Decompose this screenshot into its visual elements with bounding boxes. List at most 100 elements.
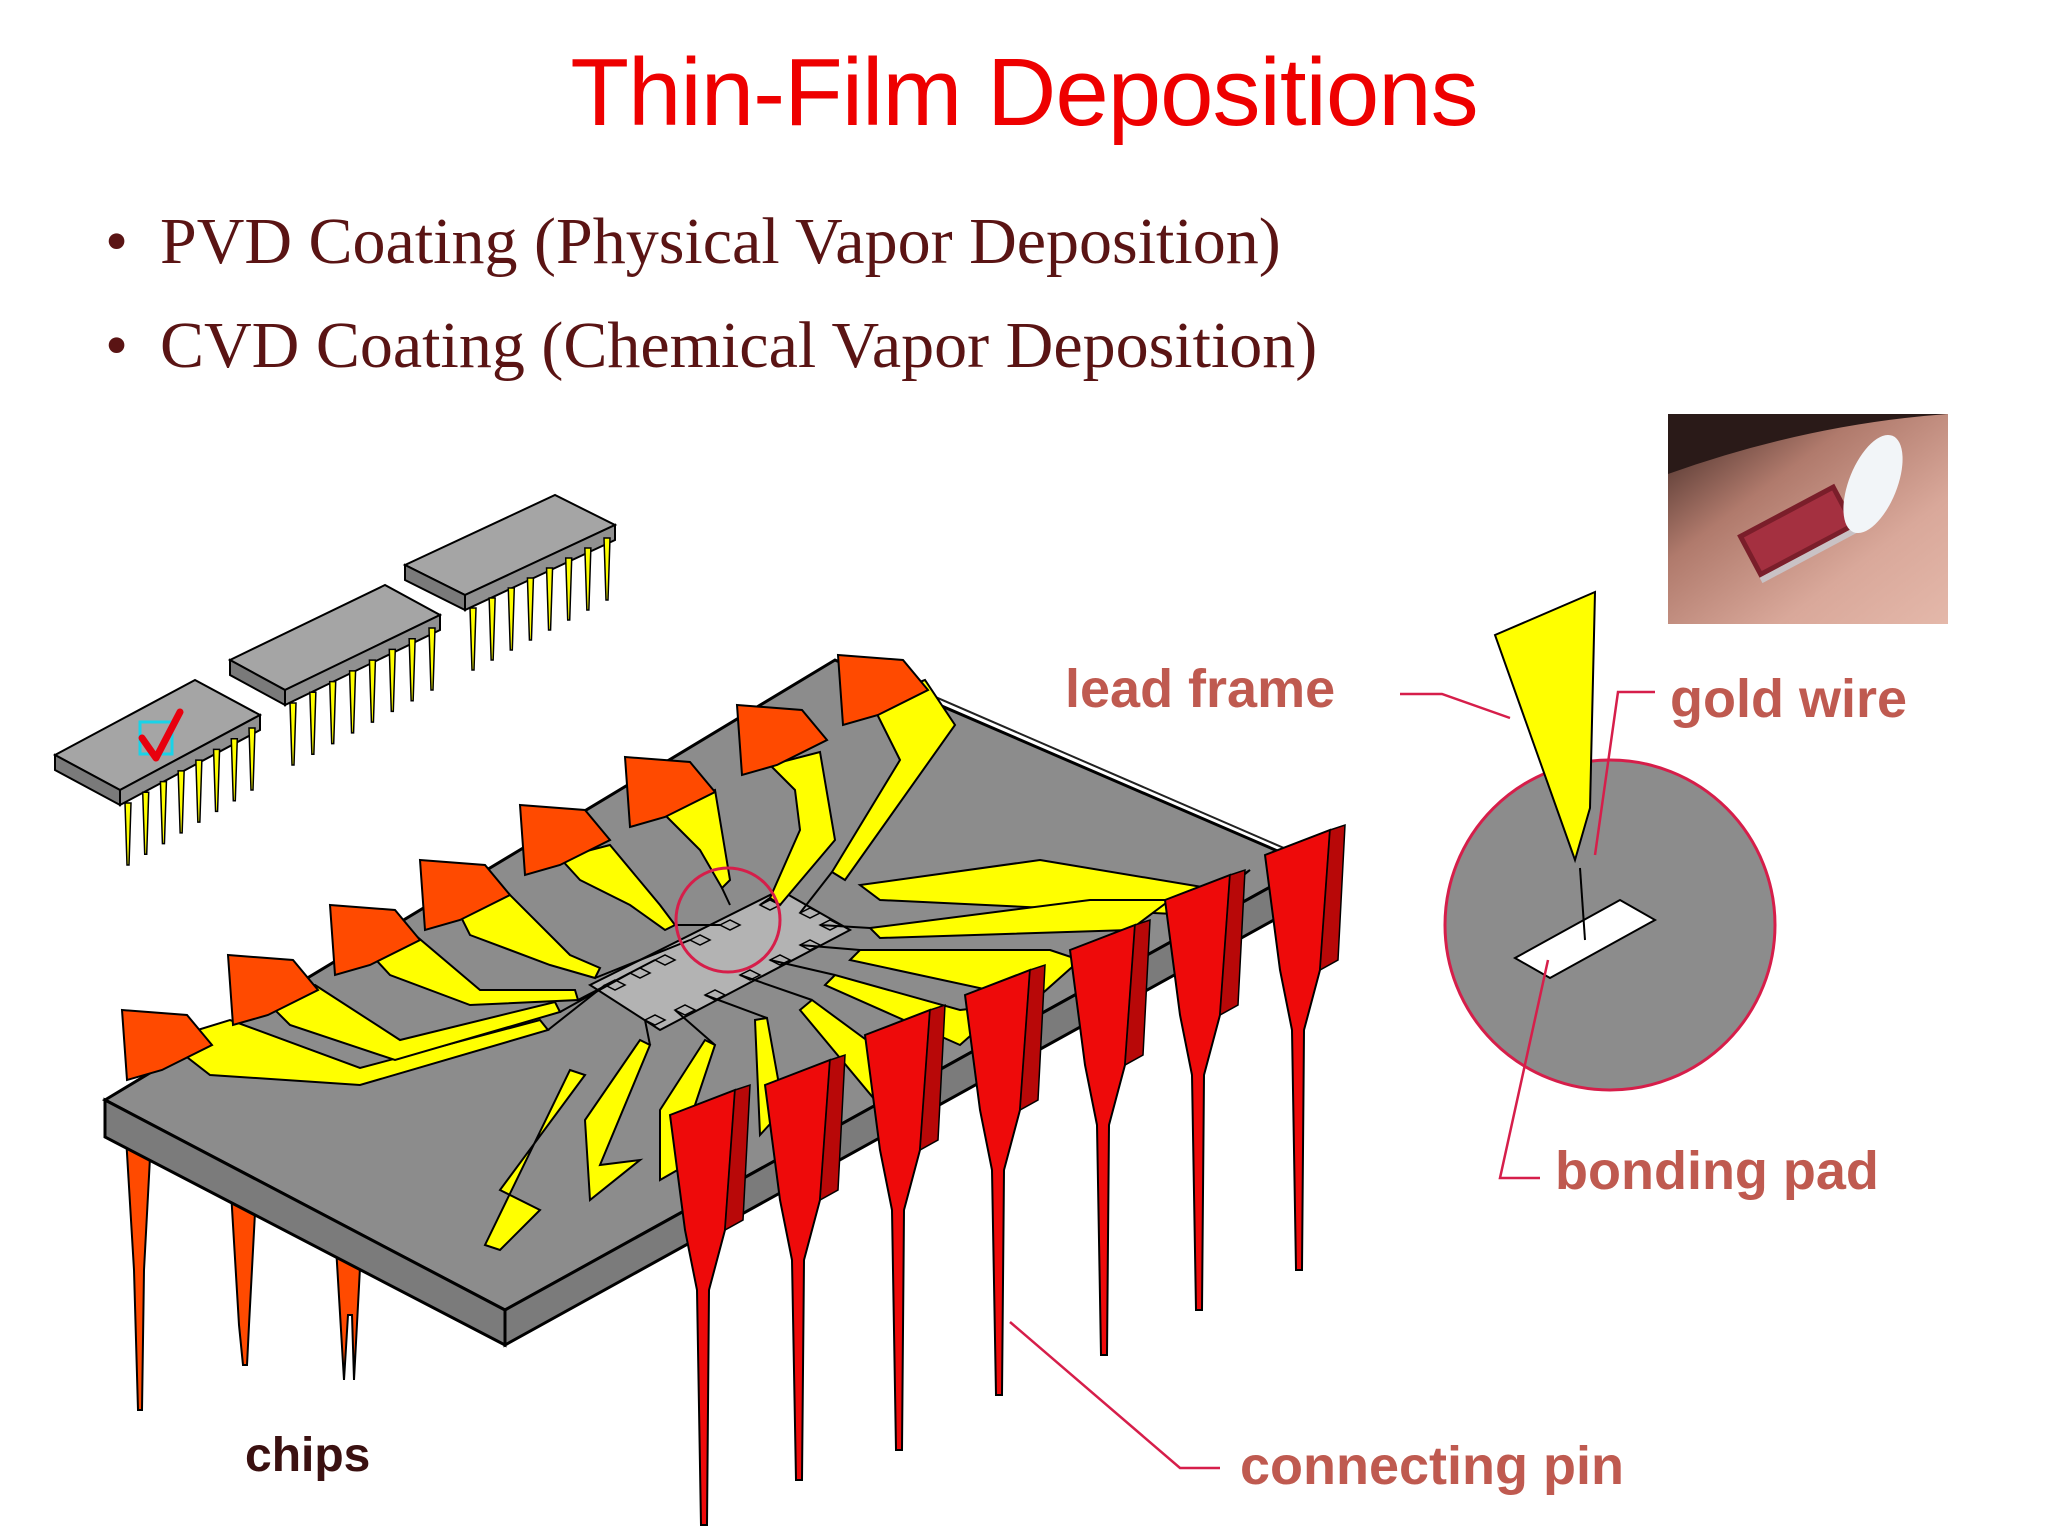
pin-tops [120,653,930,1082]
connecting-pin [668,1088,737,1526]
label-connecting-pin: connecting pin [1240,1436,1624,1496]
callout-lines [1009,690,1655,1470]
lead-trace [830,678,957,882]
bullet-marker: • [105,205,129,278]
connecting-pin-side [919,1003,946,1152]
small-pin [328,680,337,745]
bullet-text-cvd: CVD Coating (Chemical Vapor Deposition) [160,309,1318,382]
connecting-pin-side [1219,868,1246,1017]
bond-wire [594,939,691,979]
small-pin [177,770,185,834]
pin-top [836,653,930,727]
pin-top [418,858,512,932]
connecting-pin-side [1124,918,1151,1067]
small-pin [124,802,132,866]
connecting-pin-side [1019,963,1046,1112]
connecting-pin-side [1319,823,1346,972]
lead-trace [483,1068,587,1252]
bond-wire [799,944,861,951]
left-pin [123,1119,154,1411]
small-pin [368,659,377,723]
small-pin [603,537,611,601]
connecting-pin [863,1008,932,1451]
label-bonding-pad: bonding pad [1555,1141,1879,1201]
label-gold-wire: gold wire [1670,669,1908,729]
die-pad [798,907,822,919]
small-pin [408,637,416,702]
bond-wire [759,897,771,906]
chip-package [101,653,1346,1526]
chip-on-finger-photo [1668,414,1948,624]
lead-trace [768,750,837,907]
checkmark-icon [138,708,184,762]
lead-trace [363,933,580,1007]
die-pad [688,934,712,946]
small-pin [507,587,516,651]
small-pin [488,597,496,661]
small-pin [309,691,317,756]
bond-detail [1443,590,1777,1092]
die-pad [718,919,742,931]
small-pin [348,670,357,734]
bullet-text-pvd: PVD Coating (Physical Vapor Deposition) [160,205,1281,278]
bond-wire [739,974,813,1001]
bond-wires [547,871,871,1046]
connecting-pin [1263,828,1332,1271]
small-pin [159,780,168,845]
small-chips [52,493,618,866]
dip-chip [402,493,618,612]
lead-trace [453,888,602,980]
bond-wire [644,1019,651,1046]
small-pin [195,759,203,823]
connecting-pin [1068,923,1137,1356]
slide-title: Thin-Film Depositions [570,39,1478,146]
small-pin [212,748,221,813]
die-pad [653,954,677,966]
label-chips: chips [245,1429,371,1482]
small-pin [545,567,554,631]
lead-trace [263,983,562,1062]
pin-top [226,953,320,1027]
magnify-circle [674,866,782,974]
pin-top [518,803,612,877]
bullet-list: • PVD Coating (Physical Vapor Deposition)… [105,190,1317,398]
die-pad [643,1014,667,1026]
small-pin [388,648,397,713]
small-pin [230,737,239,802]
small-chip-pins [124,537,611,866]
die [587,888,853,1032]
bullet-marker: • [105,309,129,382]
connecting-pin [763,1058,832,1481]
die-pad [673,1004,697,1016]
gold-wire-shape [1579,867,1586,941]
bond-wire [704,994,768,1019]
lead-trace [162,1018,550,1087]
small-pin [428,627,436,691]
connecting-pins [668,823,1346,1526]
pin-top [120,1008,214,1082]
pin-top [328,903,422,977]
lead-trace [867,899,1173,940]
bond-wire [721,887,731,906]
bullet-item-pvd: • PVD Coating (Physical Vapor Deposition) [105,190,1317,294]
connecting-pin-side [819,1053,846,1202]
small-pin [469,607,477,671]
dip-chip [52,678,263,807]
bond-wire [819,924,871,929]
dip-chip [227,583,443,707]
label-lead-frame: lead frame [1065,659,1336,719]
bond-wire [769,959,836,976]
bullet-item-cvd: • CVD Coating (Chemical Vapor Deposition) [105,294,1317,398]
connecting-pin [1163,873,1232,1311]
bond-wire [674,1009,716,1046]
small-pin [526,577,535,641]
small-pin [248,727,256,791]
small-pin [564,557,573,621]
small-pin [584,547,592,611]
connecting-pin-side [724,1083,751,1232]
pin-top [735,703,829,777]
small-pin [289,702,297,766]
bond-wire [799,871,833,914]
pin-top [623,755,717,829]
